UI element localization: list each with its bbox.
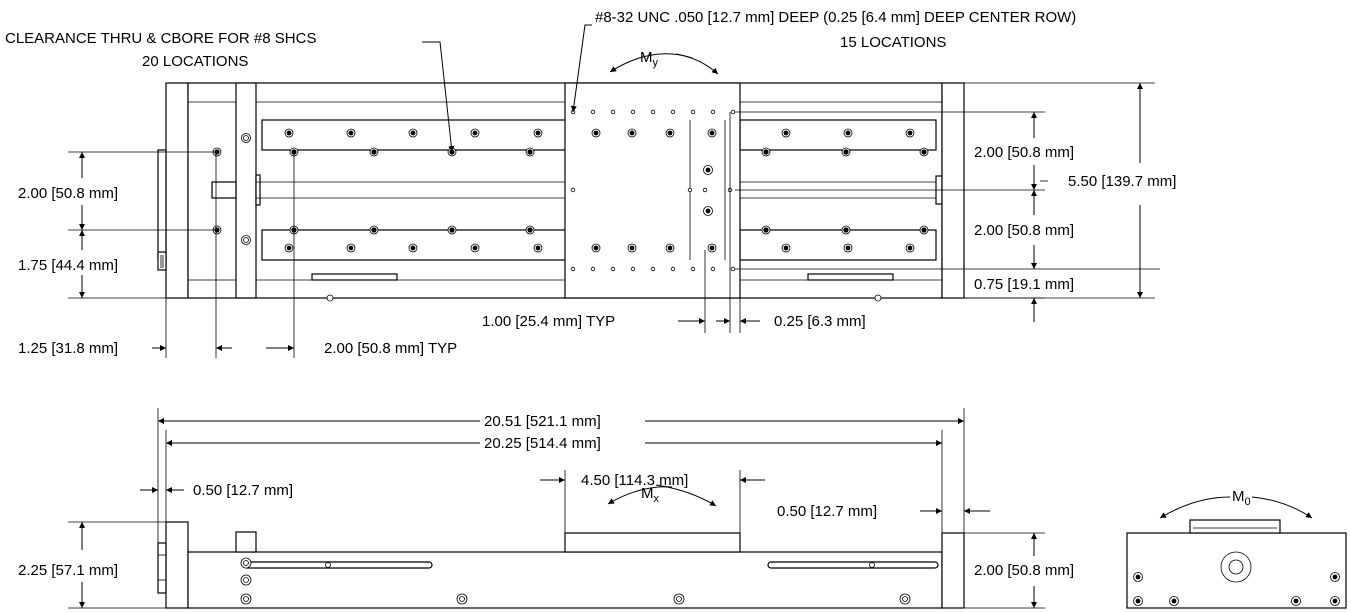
tapped-hole: [690, 266, 696, 272]
motor-mount: [235, 82, 257, 299]
tapped-note-line1: #8-32 UNC .050 [12.7 mm] DEEP (0.25 [6.4…: [595, 9, 1076, 26]
end-view: [1126, 496, 1347, 609]
side-base: [187, 551, 943, 609]
tapped-note-line2: 15 LOCATIONS: [840, 34, 946, 51]
right-end-block: [941, 82, 965, 299]
tapped-hole: [730, 266, 736, 272]
tapped-hole: [710, 109, 716, 115]
carriage: [564, 82, 741, 299]
dim-overall-length: 20.51 [521.1 mm]: [484, 413, 601, 430]
clearance-note-line1: CLEARANCE THRU & CBORE FOR #8 SHCS: [5, 30, 316, 47]
tapped-hole: [570, 187, 576, 193]
tapped-hole: [650, 109, 656, 115]
limit-slot: [311, 273, 398, 281]
dim-hole-pitch: 2.00 [50.8 mm] TYP: [324, 340, 457, 357]
dim-carriage-length: 4.50 [114.3 mm]: [581, 472, 688, 489]
dim-right-lower: 2.00 [50.8 mm]: [974, 222, 1074, 239]
clearance-note-line2: 20 LOCATIONS: [142, 53, 248, 70]
dim-right-height: 2.00 [50.8 mm]: [974, 562, 1074, 579]
moment-m0: M0: [1232, 488, 1251, 508]
dim-right-end: 0.50 [12.7 mm]: [777, 503, 877, 520]
side-carriage: [564, 532, 741, 553]
tapped-hole: [630, 266, 636, 272]
top-view: [68, 24, 1160, 358]
dim-hole-spacing-upper: 2.00 [50.8 mm]: [18, 185, 118, 202]
tapped-hole: [670, 266, 676, 272]
tapped-hole: [670, 109, 676, 115]
tapped-hole: [710, 266, 716, 272]
dim-end-to-hole: 1.25 [31.8 mm]: [18, 340, 118, 357]
tapped-hole: [690, 109, 696, 115]
dim-carriage-pitch: 1.00 [25.4 mm] TYP: [482, 313, 615, 330]
mounting-holes: [212, 109, 929, 272]
left-end-block: [165, 82, 189, 299]
tapped-hole: [610, 109, 616, 115]
tapped-hole: [687, 187, 693, 193]
motor-shaft: [211, 181, 237, 199]
dim-rail-length: 20.25 [514.4 mm]: [484, 435, 601, 452]
dim-right-upper: 2.00 [50.8 mm]: [974, 144, 1074, 161]
dim-carriage-edge: 0.25 [6.3 mm]: [774, 313, 866, 330]
tapped-hole: [730, 109, 736, 115]
side-motor-mount: [235, 531, 257, 553]
end-view-carriage: [1189, 519, 1281, 534]
side-connector: [157, 542, 167, 594]
connector: [157, 251, 167, 271]
rail-lower-right: [739, 229, 937, 261]
dim-edge-to-hole: 1.75 [44.4 mm]: [18, 257, 118, 274]
tapped-hole: [702, 187, 708, 193]
tapped-hole: [570, 266, 576, 272]
tapped-hole: [590, 109, 596, 115]
side-right-end: [941, 532, 965, 609]
limit-slot: [807, 273, 894, 281]
tapped-hole: [610, 266, 616, 272]
tapped-hole: [630, 109, 636, 115]
dim-bottom-edge: 0.75 [19.1 mm]: [974, 276, 1074, 293]
side-holes: [240, 557, 911, 605]
tapped-hole: [590, 266, 596, 272]
moment-mx: Mx: [641, 485, 660, 505]
dim-left-end: 0.50 [12.7 mm]: [193, 482, 293, 499]
tapped-hole: [650, 266, 656, 272]
side-left-end: [165, 521, 189, 609]
dim-overall-width: 5.50 [139.7 mm]: [1068, 173, 1176, 190]
side-slot-left: [243, 561, 433, 569]
dim-left-height: 2.25 [57.1 mm]: [18, 562, 118, 579]
side-slot-right: [767, 561, 939, 569]
side-view: [68, 408, 1045, 609]
moment-my: My: [640, 49, 659, 69]
